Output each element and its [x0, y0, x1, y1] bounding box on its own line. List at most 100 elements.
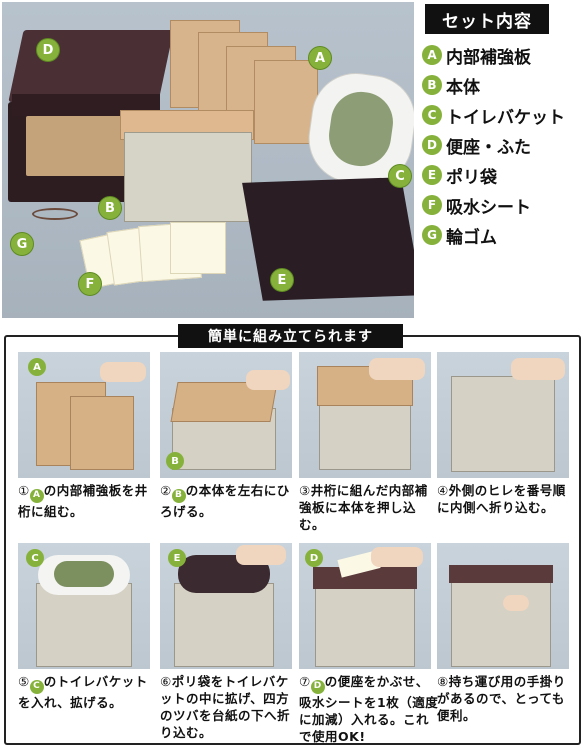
step-8-box	[451, 579, 551, 667]
step-4-photo	[437, 352, 569, 478]
step-7-photo: D	[299, 543, 431, 669]
step-5-bucket-inner	[54, 561, 114, 587]
legend-badge-d: D	[422, 135, 442, 155]
step-6-text: ⑥ポリ袋をトイレバケットの中に拡げ、四方のツバを台紙の下へ折り込む。	[160, 673, 300, 741]
step-8-num: ⑧	[437, 674, 449, 689]
step-1-photo: A	[18, 352, 150, 478]
reinforcement-board-4	[254, 60, 318, 144]
step-7-hand	[371, 547, 423, 567]
step-6-hand	[236, 545, 286, 565]
photo-badge-a: A	[308, 46, 332, 70]
photo-badge-g: G	[10, 232, 34, 256]
step-6: E ⑥ポリ袋をトイレバケットの中に拡げ、四方のツバを台紙の下へ折り込む。	[160, 543, 300, 741]
step-7-inline-badge: D	[310, 679, 325, 694]
step-5-num: ⑤	[18, 674, 30, 689]
step-4-box	[451, 376, 555, 472]
step-3-desc: 井桁に組んだ内部補強板に本体を押し込む。	[299, 483, 428, 532]
legend-item-a: A 内部補強板	[422, 40, 584, 70]
assembly-title: 簡単に組み立てられます	[178, 324, 403, 348]
photo-badge-d: D	[36, 38, 60, 62]
step-4-hand	[511, 358, 565, 380]
step-7-num: ⑦	[299, 674, 311, 689]
step-4-text: ④外側のヒレを番号順に内側へ折り込む。	[437, 482, 577, 516]
legend-badge-g: G	[422, 225, 442, 245]
legend-label-d: 便座・ふた	[446, 137, 531, 158]
step-3-hand	[369, 358, 425, 380]
legend-item-e: E ポリ袋	[422, 160, 584, 190]
step-7-seat	[313, 567, 417, 589]
step-2-hand	[246, 370, 290, 390]
step-7-box	[315, 583, 415, 667]
tray-inner	[26, 116, 134, 176]
photo-badge-c: C	[388, 164, 412, 188]
step-8-hand	[503, 595, 529, 611]
step-8: ⑧持ち運び用の手掛りがあるので、とっても便利。	[437, 543, 577, 724]
photo-badge-e: E	[270, 268, 294, 292]
legend-badge-a: A	[422, 45, 442, 65]
step-5-box	[36, 583, 132, 667]
step-6-desc: ポリ袋をトイレバケットの中に拡げ、四方のツバを台紙の下へ折り込む。	[160, 674, 291, 740]
step-6-box	[174, 583, 274, 667]
step-8-text: ⑧持ち運び用の手掛りがあるので、とっても便利。	[437, 673, 577, 724]
legend-label-g: 輪ゴム	[446, 227, 497, 248]
legend-item-d: D 便座・ふた	[422, 130, 584, 160]
legend-item-f: F 吸水シート	[422, 190, 584, 220]
step-3-photo	[299, 352, 431, 478]
legend-badge-c: C	[422, 105, 442, 125]
step-2-badge: B	[166, 452, 184, 470]
poly-bag-e	[242, 177, 414, 301]
step-1-badge: A	[28, 358, 46, 376]
legend-badge-b: B	[422, 75, 442, 95]
legend-item-g: G 輪ゴム	[422, 220, 584, 250]
step-7-desc: の便座をかぶせ、吸水シートを1枚（適度に加減）入れる。これで使用OK!	[299, 674, 439, 744]
step-1-board-right	[70, 396, 134, 470]
step-3-box	[319, 398, 411, 470]
step-1-num: ①	[18, 483, 30, 498]
step-1-desc: の内部補強板を井桁に組む。	[18, 483, 148, 519]
legend-label-e: ポリ袋	[446, 167, 497, 188]
toilet-lid-d	[8, 30, 174, 102]
photo-badge-f: F	[78, 272, 102, 296]
absorbent-sheet-4	[170, 222, 226, 274]
set-contents-title: セット内容	[425, 4, 549, 34]
step-6-num: ⑥	[160, 674, 172, 689]
step-8-desc: 持ち運び用の手掛りがあるので、とっても便利。	[437, 674, 566, 723]
step-5-desc: のトイレバケットを入れ、拡げる。	[18, 674, 148, 710]
legend-label-f: 吸水シート	[446, 197, 531, 218]
main-box-b	[124, 132, 252, 222]
step-7-badge: D	[305, 549, 323, 567]
step-3-text: ③井桁に組んだ内部補強板に本体を押し込む。	[299, 482, 439, 533]
legend-item-b: B 本体	[422, 70, 584, 100]
photo-badge-b: B	[98, 196, 122, 220]
step-5-photo: C	[18, 543, 150, 669]
set-contents-legend: A 内部補強板 B 本体 C トイレバケット D 便座・ふた E ポリ袋 F 吸…	[422, 40, 584, 250]
step-4-num: ④	[437, 483, 449, 498]
rubber-band-g	[32, 208, 78, 220]
step-2-photo: B	[160, 352, 292, 478]
legend-label-b: 本体	[446, 77, 480, 98]
legend-badge-f: F	[422, 195, 442, 215]
step-8-lid	[449, 565, 553, 583]
step-1-hand	[100, 362, 146, 382]
step-5-badge: C	[26, 549, 44, 567]
step-3: ③井桁に組んだ内部補強板に本体を押し込む。	[299, 352, 439, 533]
step-4: ④外側のヒレを番号順に内側へ折り込む。	[437, 352, 577, 516]
step-6-photo: E	[160, 543, 292, 669]
set-contents-photo: D A B C G F E	[2, 2, 414, 318]
step-4-desc: 外側のヒレを番号順に内側へ折り込む。	[437, 483, 566, 515]
step-8-photo	[437, 543, 569, 669]
step-1-inline-badge: A	[29, 488, 44, 503]
step-5-inline-badge: C	[29, 679, 44, 694]
step-2-desc: の本体を左右にひろげる。	[160, 483, 290, 519]
step-3-num: ③	[299, 483, 311, 498]
step-2-num: ②	[160, 483, 172, 498]
step-6-badge: E	[168, 549, 186, 567]
